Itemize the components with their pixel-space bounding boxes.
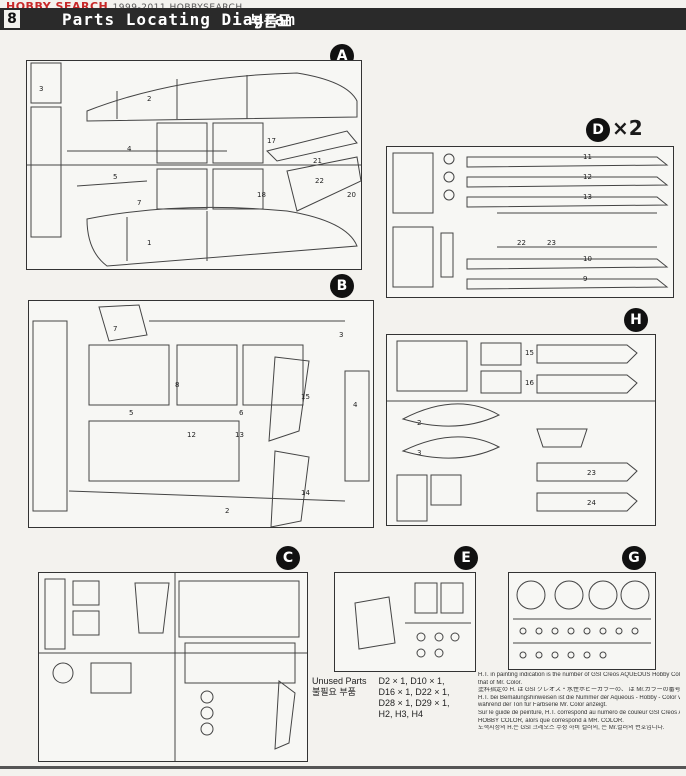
part-label: 10: [583, 255, 592, 263]
part-label: 21: [313, 157, 322, 165]
part-label: 11: [583, 153, 592, 161]
unused-parts-line: D2 × 1, D10 × 1,: [378, 676, 445, 686]
part-label: 13: [583, 193, 592, 201]
sprue-h: 15 16 23 24 2 3: [386, 334, 656, 526]
sprue-g: [508, 572, 656, 670]
part-label: 8: [175, 381, 180, 389]
paint-note-line: that of Mr. Color.: [478, 679, 523, 686]
paint-note-line: HOBBY COLOR, alors que correspond à MR. …: [478, 717, 624, 724]
paint-note-line: H.T. in painting indication is the numbe…: [478, 672, 680, 678]
sprue-badge-h: H: [624, 308, 648, 332]
part-label: 13: [235, 431, 244, 439]
page-title-korean: 부품도: [250, 12, 292, 30]
sprue-d-quantity: ×2: [612, 116, 643, 140]
part-label: 23: [547, 239, 556, 247]
part-label: 20: [347, 191, 356, 199]
part-label: 5: [113, 173, 118, 181]
part-label: 24: [587, 499, 596, 507]
unused-parts-line: H2, H3, H4: [378, 709, 424, 719]
part-label: 2: [225, 507, 230, 515]
sprue-b: 7 5 8 6 3 4 2 15 14 13 12: [28, 300, 374, 528]
part-label: 1: [147, 239, 152, 247]
part-label: 2: [417, 419, 422, 427]
sprue-badge-c: C: [276, 546, 300, 570]
paint-notes: H.T. in painting indication is the numbe…: [478, 672, 680, 733]
part-label: 23: [587, 469, 596, 477]
paint-note-line: während der Ton für Farbserie Mr. Color …: [478, 702, 607, 709]
page-title: Parts Locating Diagram: [62, 10, 296, 29]
part-label: 5: [129, 409, 134, 417]
sprue-c: [38, 572, 308, 762]
paint-note-line: 塗料指定の H. は GSI クレオス・水性ホビーカラーの、 は Mr.カラーの…: [478, 687, 680, 694]
sprue-c-drawing: [39, 573, 307, 761]
part-label: 15: [301, 393, 310, 401]
part-label: 2: [147, 95, 152, 103]
sprue-d-drawing: [392, 152, 669, 290]
sprue-a-drawing: [27, 62, 361, 267]
part-label: 12: [583, 173, 592, 181]
part-label: 9: [583, 275, 588, 283]
sprue-badge-d: D: [586, 118, 610, 142]
part-label: 22: [517, 239, 526, 247]
paint-note-line: Sur le guide de peinture, H.T. correspon…: [478, 709, 680, 716]
sprue-b-drawing: [32, 304, 370, 527]
unused-parts-line: D16 × 1, D22 × 1,: [378, 687, 450, 697]
sprue-h-drawing: [387, 340, 655, 522]
part-label: 7: [113, 325, 118, 333]
sprue-e-drawing: [354, 582, 471, 658]
part-label: 17: [267, 137, 276, 145]
part-label: 4: [127, 145, 132, 153]
page-section-number: 8: [4, 10, 20, 28]
sprue-badge-e: E: [454, 546, 478, 570]
part-label: 16: [525, 379, 534, 387]
unused-parts-line: D28 × 1, D29 × 1,: [378, 698, 450, 708]
part-label: 3: [39, 85, 44, 93]
sprue-d: 11 12 13 10 9 22 23: [386, 146, 674, 298]
bottom-rule: [0, 766, 686, 769]
part-label: 15: [525, 349, 534, 357]
part-label: 7: [137, 199, 142, 207]
part-label: 6: [239, 409, 244, 417]
sprue-badge-b: B: [330, 274, 354, 298]
part-label: 4: [353, 401, 358, 409]
paint-note-line: 도색지정의 H.는 GSI 크레오스 수성 하비 컬러의, 는 Mr.컬러의 번…: [478, 725, 665, 732]
part-label: 12: [187, 431, 196, 439]
part-label: 22: [315, 177, 324, 185]
unused-parts-heading-ko: 불필요 부품: [312, 687, 356, 697]
part-label: 3: [339, 331, 344, 339]
sprue-a: 3 2 1 4 5 7 17 21 22 20 18: [26, 60, 362, 270]
part-label: 18: [257, 191, 266, 199]
part-label: 14: [301, 489, 310, 497]
part-label: 3: [417, 449, 422, 457]
sprue-badge-g: G: [622, 546, 646, 570]
sprue-e: [334, 572, 476, 672]
unused-parts-heading: Unused Parts: [312, 676, 367, 686]
header-bar: [0, 8, 686, 30]
paint-note-line: H.T. bei Bemalungshinweisen ist die Numm…: [478, 694, 680, 701]
sprue-g-drawing: [513, 580, 651, 659]
unused-parts: Unused Parts D2 × 1, D10 × 1, 불필요 부품 D16…: [312, 676, 478, 720]
